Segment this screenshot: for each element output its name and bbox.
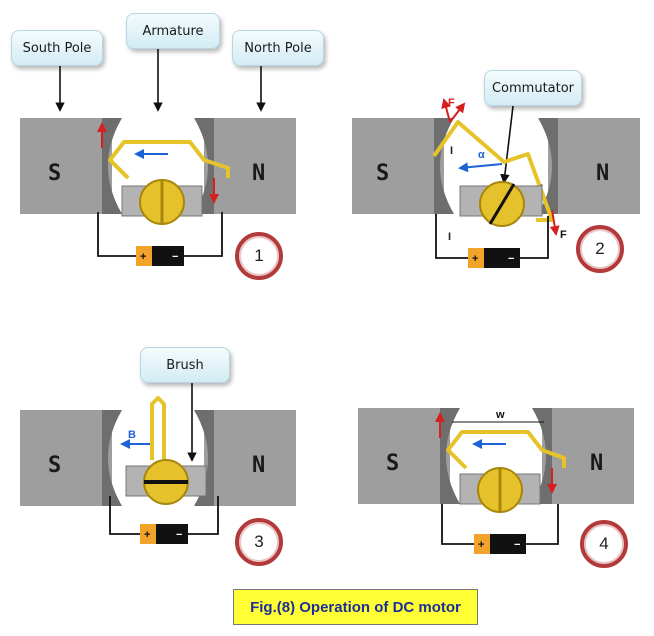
south-pole-letter: S bbox=[48, 161, 61, 186]
north-magnet bbox=[548, 118, 640, 214]
callout-commutator: Commutator bbox=[484, 70, 582, 106]
step-badge-3: 3 bbox=[235, 518, 283, 566]
width-label: w bbox=[495, 409, 505, 421]
panel-1-diagram: S N + − bbox=[20, 118, 296, 266]
battery-plus: + bbox=[140, 251, 146, 263]
callout-north-pole: North Pole bbox=[232, 30, 324, 66]
step-badge-2: 2 bbox=[576, 225, 624, 273]
current-label-c: I bbox=[448, 231, 451, 243]
step-badge-1: 1 bbox=[235, 232, 283, 280]
armature-coil bbox=[446, 430, 566, 470]
alpha-label: α bbox=[478, 149, 485, 161]
panel-2-diagram: S N α F F I I I + − bbox=[352, 97, 640, 268]
force-arrow-up bbox=[441, 98, 451, 123]
south-pole-shoe bbox=[440, 408, 460, 504]
panel-4-diagram: S N w + − bbox=[358, 408, 634, 554]
force-label-top: F bbox=[448, 97, 455, 109]
battery-minus: − bbox=[508, 253, 514, 265]
south-magnet bbox=[20, 410, 112, 506]
north-magnet bbox=[204, 410, 296, 506]
step-badge-4: 4 bbox=[580, 520, 628, 568]
south-pole-shoe bbox=[434, 118, 454, 214]
force-label-bottom: F bbox=[560, 229, 567, 241]
north-pole-shoe bbox=[194, 410, 214, 506]
field-label: B bbox=[128, 429, 136, 441]
circuit-wire bbox=[435, 214, 549, 259]
battery-minus: − bbox=[514, 539, 520, 551]
north-pole-letter: N bbox=[252, 161, 265, 186]
north-pole-shoe bbox=[194, 118, 214, 214]
callout-south-pole: South Pole bbox=[11, 30, 103, 66]
current-label-a: I bbox=[450, 145, 453, 157]
armature-coil bbox=[432, 120, 554, 222]
north-pole-shoe bbox=[532, 408, 552, 504]
south-magnet bbox=[352, 118, 444, 214]
circuit-wire bbox=[109, 496, 219, 535]
north-pole-letter: N bbox=[590, 451, 603, 476]
north-pole-shoe bbox=[538, 118, 558, 214]
callout-brush: Brush bbox=[140, 347, 230, 383]
circuit-wire bbox=[97, 212, 223, 257]
circuit-wire bbox=[441, 504, 559, 545]
south-magnet bbox=[358, 408, 450, 504]
south-pole-letter: S bbox=[48, 453, 61, 478]
pointer-commutator bbox=[500, 105, 514, 184]
field-arrow bbox=[458, 162, 503, 173]
battery-plus: + bbox=[144, 529, 150, 541]
battery-minus: − bbox=[172, 251, 178, 263]
south-pole-letter: S bbox=[386, 451, 399, 476]
south-pole-shoe bbox=[102, 118, 122, 214]
figure-caption: Fig.(8) Operation of DC motor bbox=[233, 589, 478, 625]
battery-minus: − bbox=[176, 529, 182, 541]
south-pole-letter: S bbox=[376, 161, 389, 186]
panel-3-diagram: S N B + − bbox=[20, 396, 296, 544]
battery-plus: + bbox=[472, 253, 478, 265]
south-pole-shoe bbox=[102, 410, 122, 506]
south-magnet bbox=[20, 118, 112, 214]
force-arrow-down bbox=[549, 209, 560, 236]
north-pole-letter: N bbox=[596, 161, 609, 186]
armature-coil bbox=[150, 396, 166, 460]
north-pole-letter: N bbox=[252, 453, 265, 478]
battery-plus: + bbox=[478, 539, 484, 551]
callout-armature: Armature bbox=[126, 13, 220, 49]
